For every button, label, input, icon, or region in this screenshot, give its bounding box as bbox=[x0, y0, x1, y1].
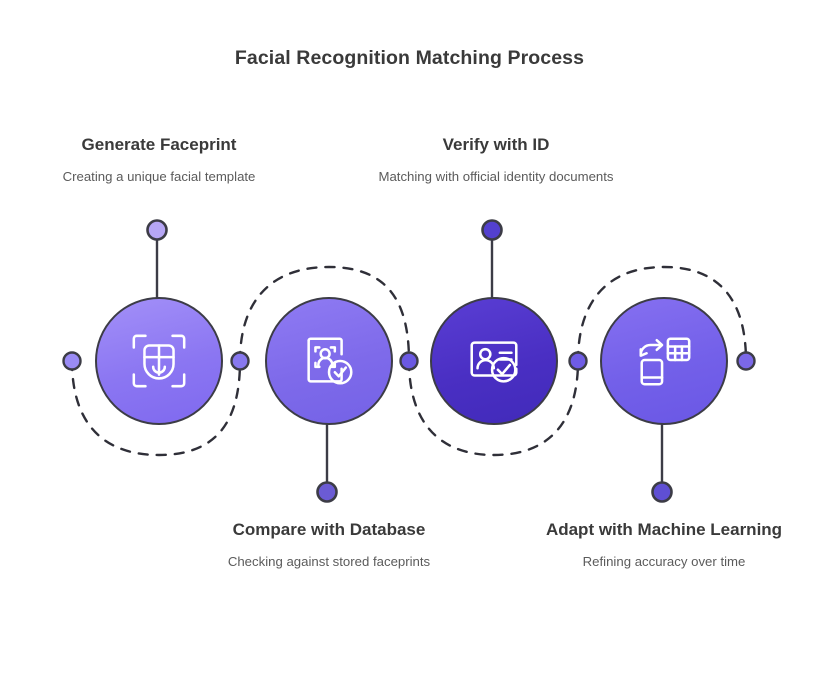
step-title-4: Adapt with Machine Learning bbox=[545, 520, 783, 539]
dashed-connector-path bbox=[70, 265, 748, 457]
step-title-2: Compare with Database bbox=[232, 520, 426, 539]
stem-dot-3 bbox=[481, 219, 503, 241]
step-label-4: Adapt with Machine Learning Refining acc… bbox=[534, 518, 794, 571]
step-desc-4: Refining accuracy over time bbox=[582, 554, 746, 570]
step-desc-2: Checking against stored faceprints bbox=[227, 554, 431, 570]
junction-dot-3 bbox=[568, 351, 588, 371]
step-title-3: Verify with ID bbox=[442, 135, 550, 154]
step-label-2: Compare with Database Checking against s… bbox=[199, 518, 459, 571]
step-label-1: Generate Faceprint Creating a unique fac… bbox=[29, 133, 289, 186]
endpoint-dot-right bbox=[736, 351, 756, 371]
step-node-3[interactable] bbox=[430, 297, 558, 425]
id-card-check-icon bbox=[463, 330, 525, 392]
page-title: Facial Recognition Matching Process bbox=[234, 47, 585, 69]
face-scan-icon bbox=[128, 330, 190, 392]
step-desc-1: Creating a unique facial template bbox=[62, 169, 256, 185]
stem-dot-2 bbox=[316, 481, 338, 503]
step-desc-3: Matching with official identity document… bbox=[378, 169, 614, 185]
junction-dot-2 bbox=[399, 351, 419, 371]
stem-dot-4 bbox=[651, 481, 673, 503]
step-node-1[interactable] bbox=[95, 297, 223, 425]
step-title-1: Generate Faceprint bbox=[81, 135, 237, 154]
endpoint-dot-left bbox=[62, 351, 82, 371]
stem-lines bbox=[155, 232, 664, 490]
device-grid-arrow-icon bbox=[633, 330, 695, 392]
step-node-2[interactable] bbox=[265, 297, 393, 425]
stem-dot-1 bbox=[146, 219, 168, 241]
junction-dot-1 bbox=[230, 351, 250, 371]
step-label-3: Verify with ID Matching with official id… bbox=[366, 133, 626, 186]
step-node-4[interactable] bbox=[600, 297, 728, 425]
document-face-check-icon bbox=[298, 330, 360, 392]
